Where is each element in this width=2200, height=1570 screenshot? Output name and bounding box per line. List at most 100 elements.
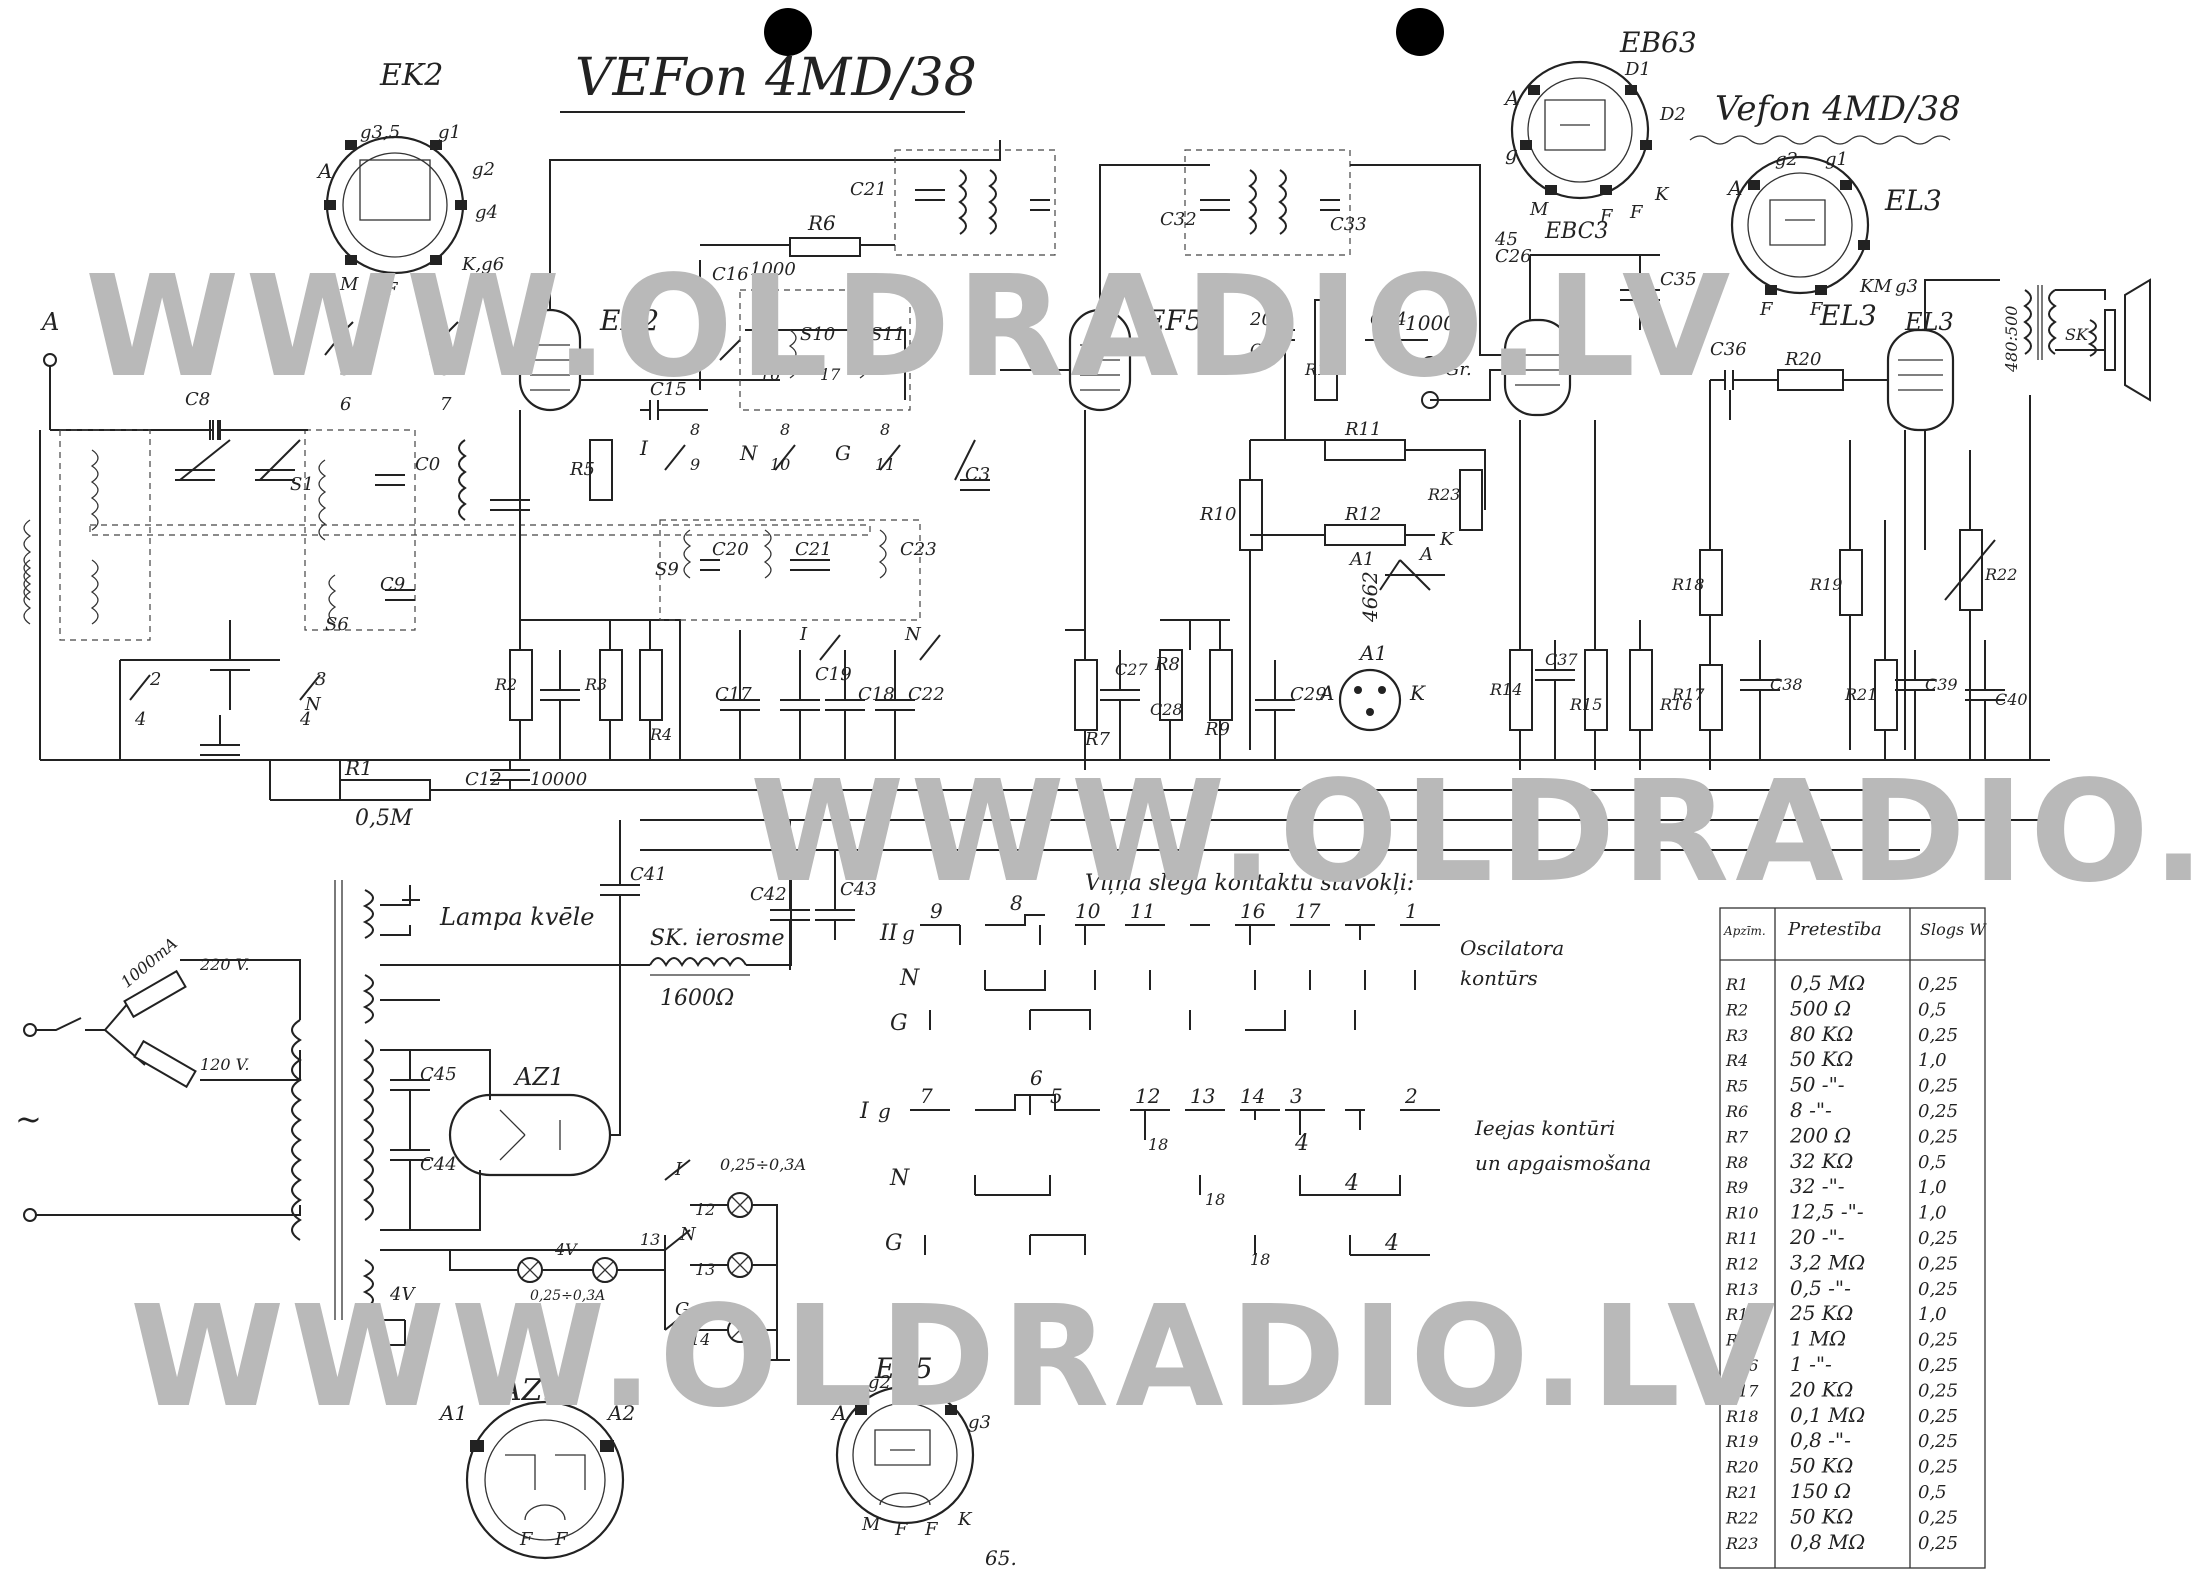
table-cell-load: 0,25 [1918,1355,1958,1376]
svg-text:R18: R18 [1671,575,1704,594]
table-cell-resistance: 0,8 -"- [1790,1428,1851,1452]
contact-8: 8 [1010,891,1023,915]
svg-text:S11: S11 [870,324,905,345]
table-cell-load: 0,5 [1918,1482,1947,1503]
table-cell-designation: R12 [1725,1254,1758,1273]
svg-text:C34: C34 [1370,309,1407,330]
svg-text:A: A [1418,544,1433,565]
table-cell-resistance: 8 -"- [1790,1098,1832,1122]
table-cell-resistance: 32 -"- [1790,1174,1845,1198]
svg-text:3: 3 [315,669,326,690]
row-band-G2: G [885,1231,903,1256]
input-note-line1: Ieejas kontūri [1474,1116,1615,1140]
svg-text:N: N [304,694,322,715]
tube-label-ek2-top: EK2 [379,58,443,93]
svg-text:g: g [878,1099,891,1123]
mains-220-label: 220 V. [199,955,249,974]
table-cell-load: 1,0 [1918,1177,1947,1198]
pin-f1: F [1599,206,1614,227]
svg-text:S1: S1 [290,474,314,495]
svg-text:R13: R13 [1304,360,1337,379]
pin-f2: F [554,1529,569,1550]
table-cell-designation: R7 [1725,1127,1749,1146]
svg-text:R20: R20 [1784,349,1821,370]
svg-text:C42: C42 [750,884,787,905]
contact-17: 17 [1295,899,1321,923]
svg-text:8: 8 [880,420,890,439]
svg-text:R11: R11 [1344,419,1381,440]
table-cell-designation: R5 [1725,1077,1748,1096]
contact-11: 11 [1130,899,1155,923]
pin-m: M [339,274,359,295]
pin-f1: F [519,1529,534,1550]
svg-text:7: 7 [440,394,452,415]
svg-text:C3: C3 [965,464,990,485]
table-cell-designation: R4 [1725,1051,1748,1070]
svg-text:C37: C37 [1545,650,1578,669]
col-header-designation: Apzīm. [1723,924,1766,938]
table-cell-designation: R18 [1725,1407,1758,1426]
svg-text:I: I [639,436,649,460]
svg-text:6: 6 [340,394,351,415]
table-cell-designation: R14 [1725,1305,1758,1324]
main-circuit: A 56 57 24 34 N S1 S6 C9 C0 [23,140,2151,851]
eye-a: A [1318,681,1334,705]
pin-g35: g3,5 [360,122,400,143]
svg-text:R21: R21 [1844,685,1877,704]
svg-text:K: K [1439,529,1455,550]
svg-text:S8: S8 [700,334,724,355]
pin-g2: g2 [472,159,495,180]
table-cell-designation: R11 [1725,1229,1758,1248]
pin-f1: F [894,1519,909,1540]
svg-text:C39: C39 [1925,675,1958,694]
lamp-4v-label: 4V [554,1240,578,1259]
svg-text:EL3: EL3 [1904,308,1954,336]
page-subtitle: Vefon 4MD/38 [1715,89,1961,129]
output-tr-ratio: 480:500 [2002,306,2021,373]
svg-text:S9: S9 [655,559,679,580]
page-title: VEFon 4MD/38 [575,48,977,108]
svg-text:A1: A1 [1348,549,1374,570]
c16-value: 1000 [750,259,796,280]
svg-text:11: 11 [875,455,895,474]
pin-g2: g2 [868,1372,891,1393]
contact-12: 12 [1135,1084,1160,1108]
svg-text:C32: C32 [1160,209,1197,230]
pin-g1: g1 [1825,149,1848,170]
table-cell-designation: R16 [1725,1356,1758,1375]
row-g2-18: 18 [1250,1250,1270,1269]
svg-text:R19: R19 [1809,575,1842,594]
row-band-II: II [879,921,899,946]
table-cell-resistance: 50 KΩ [1790,1047,1853,1071]
table-cell-resistance: 200 Ω [1789,1123,1851,1147]
pin-f2: F [419,279,434,300]
svg-text:R6: R6 [807,211,836,235]
input-note-line2: un apgaismošana [1475,1151,1651,1175]
pinout-ebc3: EB63 A D1 D2 g M F F K EBC3 [1503,26,1697,244]
pinout-el3: EL3 A g2 g1 KM g3 F F [1726,149,1942,320]
svg-text:R2: R2 [494,675,517,694]
svg-text:C43: C43 [840,879,877,900]
svg-text:I: I [799,624,808,645]
pinout-ek2: EK2 A g3,5 g1 g2 g4 K,g6 M F F [316,58,504,300]
svg-text:R16: R16 [1659,695,1692,714]
lamp-switch-top: 0,25÷0,3A [720,1155,806,1174]
row-band-G1: G [890,1011,908,1036]
pin-k: K [1654,184,1670,205]
contact-5: 5 [1050,1084,1063,1108]
gr-label: Gr. [1445,359,1472,380]
svg-text:C28: C28 [1150,700,1183,719]
contact-3: 3 [1290,1084,1303,1108]
pin-g2: g2 [1775,149,1798,170]
table-cell-resistance: 50 KΩ [1790,1454,1853,1478]
table-cell-load: 0,25 [1918,1076,1958,1097]
pin-f2: F [1629,202,1644,223]
pin-g3: g3 [968,1412,991,1433]
svg-text:R15: R15 [1569,695,1602,714]
pin-a1: A1 [438,1401,467,1425]
pinout-az1: AZ1 A1 A2 F F [438,1373,635,1560]
table-cell-designation: R19 [1725,1432,1758,1451]
table-cell-load: 0,5 [1918,1152,1947,1173]
table-cell-resistance: 0,1 MΩ [1790,1403,1865,1427]
pin-g1: g1 [438,122,461,143]
